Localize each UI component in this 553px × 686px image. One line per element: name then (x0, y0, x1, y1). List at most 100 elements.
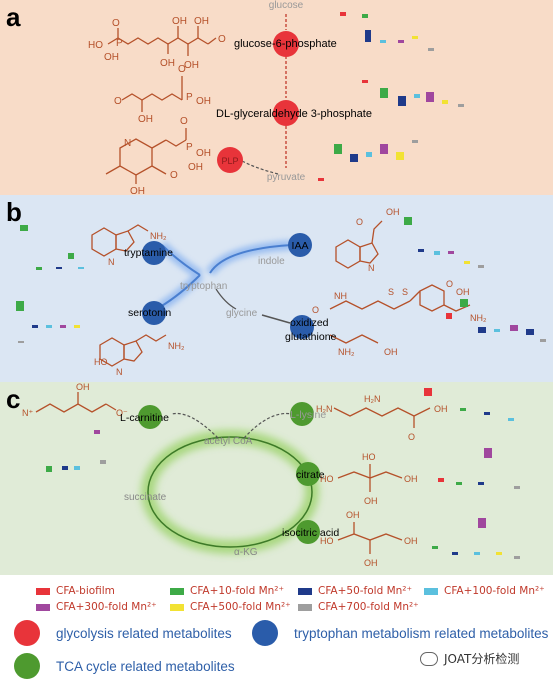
svg-text:OH: OH (196, 96, 211, 107)
panel-c-boxplots (46, 388, 520, 559)
svg-text:HO: HO (320, 536, 334, 546)
svg-text:O: O (218, 34, 226, 45)
category-tca: TCA cycle related metabolites (14, 653, 235, 679)
svg-text:N: N (116, 367, 123, 377)
svg-text:OH: OH (130, 186, 145, 195)
legend-label: CFA+300-fold Mn²⁺ (56, 601, 157, 613)
legend-swatch (298, 603, 312, 611)
tca-circle-icon (14, 653, 40, 679)
glucose-label: glucose (269, 0, 304, 11)
svg-text:NH₂: NH₂ (168, 341, 185, 351)
svg-text:O: O (180, 116, 188, 127)
legend-swatch (170, 603, 184, 611)
panel-b-structures (91, 220, 471, 367)
legend-label: CFA-biofilm (56, 585, 115, 597)
isocitric-acid-node (296, 520, 320, 544)
legend-label: CFA+700-fold Mn²⁺ (318, 601, 419, 613)
svg-text:OH: OH (188, 162, 203, 173)
svg-text:OH: OH (364, 496, 378, 506)
svg-text:OH: OH (384, 347, 398, 357)
svg-text:O: O (408, 432, 415, 442)
svg-text:P: P (186, 142, 193, 153)
glycine-glutathione-arrow (261, 314, 291, 324)
svg-text:S: S (402, 287, 408, 297)
svg-text:OH: OH (434, 404, 448, 414)
tryptophan-circle-icon (252, 620, 278, 646)
iaa-label: IAA (292, 240, 309, 252)
glycolysis-circle-icon (14, 620, 40, 646)
wechat-icon (420, 651, 438, 666)
svg-text:N⁺: N⁺ (22, 408, 33, 418)
legend-item-10-fold: CFA+10-fold Mn²⁺ (170, 585, 284, 597)
citrate-label: citrate (296, 469, 325, 481)
svg-text:S: S (388, 287, 394, 297)
tryptamine-label: tryptamine (124, 247, 173, 259)
glucose-6-phosphate-structure (107, 26, 217, 56)
legend-item-cfa-biofilm: CFA-biofilm (36, 585, 115, 597)
legend-item-300-fold: CFA+300-fold Mn²⁺ (36, 601, 157, 613)
serotonin-node (142, 301, 166, 325)
svg-text:OH: OH (404, 474, 418, 484)
category-glycolysis: glycolysis related metabolites (14, 620, 232, 646)
svg-text:OH: OH (194, 16, 209, 27)
isocitric-acid-label: isocitric acid (282, 527, 339, 539)
panel-b-boxplots (16, 217, 546, 343)
tca-cycle-ring (147, 436, 313, 548)
svg-text:N: N (124, 138, 131, 149)
svg-text:O: O (446, 279, 453, 289)
svg-text:O⁻: O⁻ (116, 408, 128, 418)
legend-item-100-fold: CFA+100-fold Mn²⁺ (424, 585, 545, 597)
akg-label: α-KG (234, 547, 258, 558)
plp-label: PLP (221, 156, 238, 166)
svg-text:OH: OH (196, 148, 211, 159)
oxidized-label-line1: oxidized (290, 317, 329, 329)
svg-text:N: N (108, 257, 115, 267)
svg-text:P: P (186, 92, 193, 103)
glycine-label: glycine (226, 308, 258, 319)
svg-text:NH₂: NH₂ (470, 313, 487, 323)
svg-text:O: O (112, 18, 120, 29)
legend-label: CFA+10-fold Mn²⁺ (190, 585, 285, 597)
tryptophan-glow-paths (157, 240, 293, 312)
legend-swatch (36, 603, 50, 611)
legend-item-700-fold: CFA+700-fold Mn²⁺ (298, 601, 419, 613)
svg-text:H₂N: H₂N (316, 404, 333, 414)
plp-structure (105, 128, 187, 184)
legend-label: CFA+100-fold Mn²⁺ (444, 585, 545, 597)
glucose-6-phosphate-label: glucose-6-phosphate (234, 38, 337, 50)
category-label: TCA cycle related metabolites (56, 658, 235, 674)
svg-text:NH₂: NH₂ (150, 231, 167, 241)
legend: CFA-biofilm CFA+10-fold Mn²⁺ CFA+50-fold… (0, 575, 553, 686)
legend-label: CFA+500-fold Mn²⁺ (190, 601, 291, 613)
panel-c-structures (35, 392, 431, 554)
succinate-label: succinate (124, 492, 167, 503)
tryptophan-label: tryptophan (180, 281, 227, 292)
svg-text:OH: OH (138, 114, 153, 125)
svg-text:OH: OH (404, 536, 418, 546)
svg-text:OH: OH (184, 60, 199, 71)
svg-text:O: O (178, 64, 186, 75)
svg-text:OH: OH (456, 287, 470, 297)
category-label: tryptophan metabolism related metabolite… (294, 625, 549, 641)
pyruvate-label: pyruvate (267, 172, 306, 183)
legend-label: CFA+50-fold Mn²⁺ (318, 585, 413, 597)
legend-swatch (36, 587, 50, 595)
glyceraldehyde-3-phosphate-label: DL-glyceraldehyde 3-phosphate (216, 108, 372, 120)
panel-a-boxplots (318, 12, 464, 181)
svg-text:NH₂: NH₂ (338, 347, 355, 357)
svg-text:O: O (170, 170, 178, 181)
svg-text:OH: OH (104, 52, 119, 63)
svg-text:OH: OH (172, 16, 187, 27)
lcarnitine-node (138, 405, 162, 429)
tryptamine-node (142, 241, 166, 265)
category-label: glycolysis related metabolites (56, 625, 232, 641)
svg-text:P: P (116, 38, 123, 49)
lcarnitine-label: L-carnitine (120, 412, 169, 424)
legend-item-50-fold: CFA+50-fold Mn²⁺ (298, 585, 412, 597)
iaa-node (288, 233, 312, 257)
svg-text:HO: HO (362, 452, 376, 462)
